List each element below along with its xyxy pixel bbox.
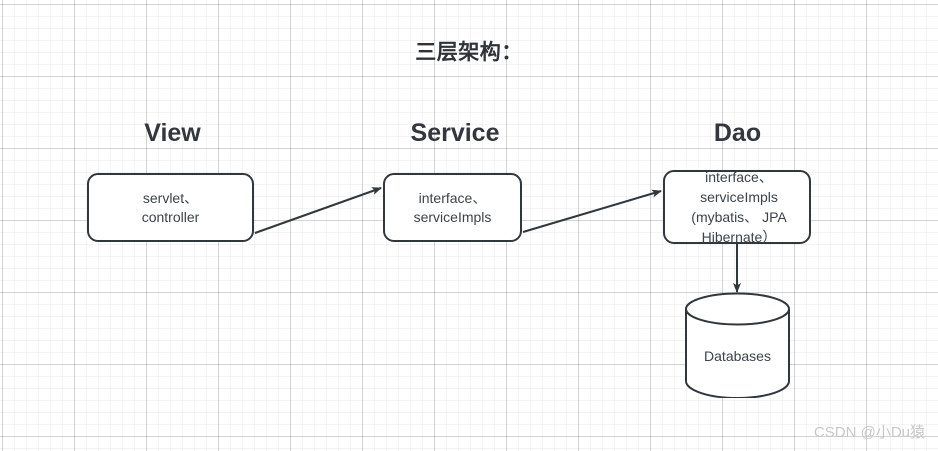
column-header-view: View: [144, 119, 201, 147]
node-service-label: interface、 serviceImpls: [413, 189, 492, 225]
node-database-label: Databases: [704, 348, 771, 364]
node-service[interactable]: interface、 serviceImpls: [383, 173, 522, 242]
column-header-dao: Dao: [713, 119, 762, 147]
node-view[interactable]: servlet、 controller: [87, 173, 254, 242]
node-database[interactable]: Databases: [684, 292, 791, 398]
node-view-label: servlet、 controller: [141, 189, 200, 225]
node-dao-label: interface、 serviceImpls (mybatis、 JPA Hi…: [691, 169, 787, 245]
page-title: 三层架构：: [415, 41, 523, 64]
watermark: CSDN @小Du猿: [813, 424, 925, 441]
node-dao[interactable]: interface、 serviceImpls (mybatis、 JPA Hi…: [663, 169, 811, 245]
cylinder-icon: [685, 292, 790, 398]
column-header-service: Service: [410, 119, 500, 147]
connector-view-to-service: [254, 187, 382, 234]
connector-service-to-dao: [522, 189, 662, 233]
